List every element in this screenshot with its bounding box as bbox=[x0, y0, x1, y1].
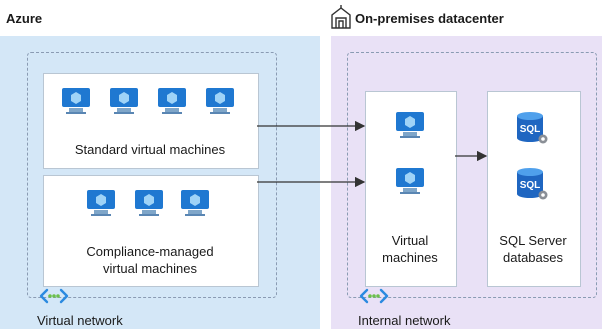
compliance-vm-label-line1: Compliance-managed bbox=[86, 244, 214, 259]
vm-icon bbox=[86, 188, 116, 218]
sql-db-label-line1: SQL Server bbox=[499, 233, 567, 248]
virtual-network-icon bbox=[38, 288, 70, 304]
onprem-title: On-premises datacenter bbox=[355, 11, 504, 26]
internal-network-label: Internal network bbox=[358, 313, 451, 328]
sql-database-icon: SQL bbox=[515, 111, 549, 145]
sql-database-icon: SQL bbox=[515, 167, 549, 201]
vm-icon bbox=[157, 86, 187, 116]
onprem-vm-label-line1: Virtual bbox=[391, 233, 429, 248]
vm-icon bbox=[61, 86, 91, 116]
compliance-vm-label-line2: virtual machines bbox=[103, 261, 197, 276]
vm-icon bbox=[205, 86, 235, 116]
onprem-vm-label-line2: machines bbox=[382, 250, 438, 265]
datacenter-icon bbox=[330, 5, 352, 29]
standard-vm-label: Standard virtual machines bbox=[74, 142, 226, 157]
vm-icon bbox=[395, 166, 425, 196]
virtual-network-label: Virtual network bbox=[37, 313, 123, 328]
vm-icon bbox=[180, 188, 210, 218]
vm-icon bbox=[134, 188, 164, 218]
vm-icon bbox=[395, 110, 425, 140]
azure-title: Azure bbox=[6, 11, 43, 26]
vm-icon bbox=[109, 86, 139, 116]
sql-db-label-line2: databases bbox=[503, 250, 563, 265]
svg-text:SQL: SQL bbox=[520, 180, 541, 191]
internal-network-icon bbox=[358, 288, 390, 304]
internal-network-boundary bbox=[347, 52, 597, 298]
virtual-network-boundary bbox=[27, 52, 277, 298]
svg-text:SQL: SQL bbox=[520, 124, 541, 135]
